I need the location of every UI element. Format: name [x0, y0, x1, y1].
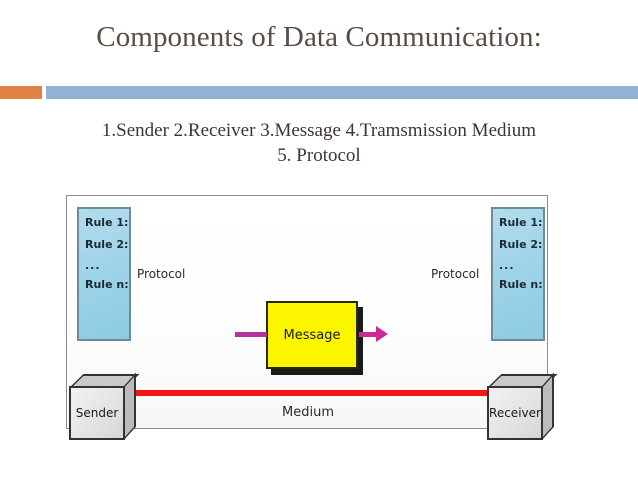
outbound-arrow-icon	[359, 332, 379, 337]
message-box: Message	[266, 301, 358, 369]
divider-accent-block	[0, 86, 42, 99]
communication-diagram: Rule 1: Rule 2: ... Rule n: Rule 1: Rule…	[66, 195, 558, 440]
receiver-node: Receiver	[487, 372, 558, 442]
rule-item-2: Rule 2:	[499, 237, 543, 251]
divider-bar	[46, 86, 638, 99]
subtitle-line-2: 5. Protocol	[277, 145, 361, 166]
rule-item-ellipsis: ...	[85, 259, 101, 273]
protocol-label-sender: Protocol	[137, 267, 186, 281]
rule-item-ellipsis: ...	[499, 259, 515, 273]
rule-item-1: Rule 1:	[85, 216, 129, 229]
sender-node: Sender	[69, 372, 140, 442]
sender-node-label: Sender	[69, 386, 125, 440]
receiver-node-side-face	[542, 372, 554, 440]
protocol-label-receiver: Protocol	[431, 267, 480, 281]
receiver-node-label: Receiver	[487, 386, 543, 440]
medium-label: Medium	[282, 405, 334, 420]
diagram-canvas: Rule 1: Rule 2: ... Rule n: Rule 1: Rule…	[67, 196, 558, 440]
inbound-arrow-icon	[235, 332, 267, 337]
rule-item-2: Rule 2:	[85, 237, 129, 251]
rule-item-n: Rule n:	[499, 277, 543, 291]
rule-box-sender: Rule 1: Rule 2: ... Rule n:	[77, 207, 131, 341]
sender-node-side-face	[124, 372, 136, 440]
subtitle-line-1: 1.Sender 2.Receiver 3.Message 4.Tramsmis…	[101, 120, 537, 141]
rule-box-receiver: Rule 1: Rule 2: ... Rule n:	[491, 207, 545, 341]
outbound-arrowhead-icon	[376, 326, 388, 342]
rule-item-1: Rule 1:	[499, 216, 543, 229]
page-title: Components of Data Communication:	[96, 21, 542, 53]
rule-item-n: Rule n:	[85, 277, 129, 291]
subtitle-block: 1.Sender 2.Receiver 3.Message 4.Tramsmis…	[0, 118, 638, 168]
transmission-medium-line	[103, 390, 513, 396]
